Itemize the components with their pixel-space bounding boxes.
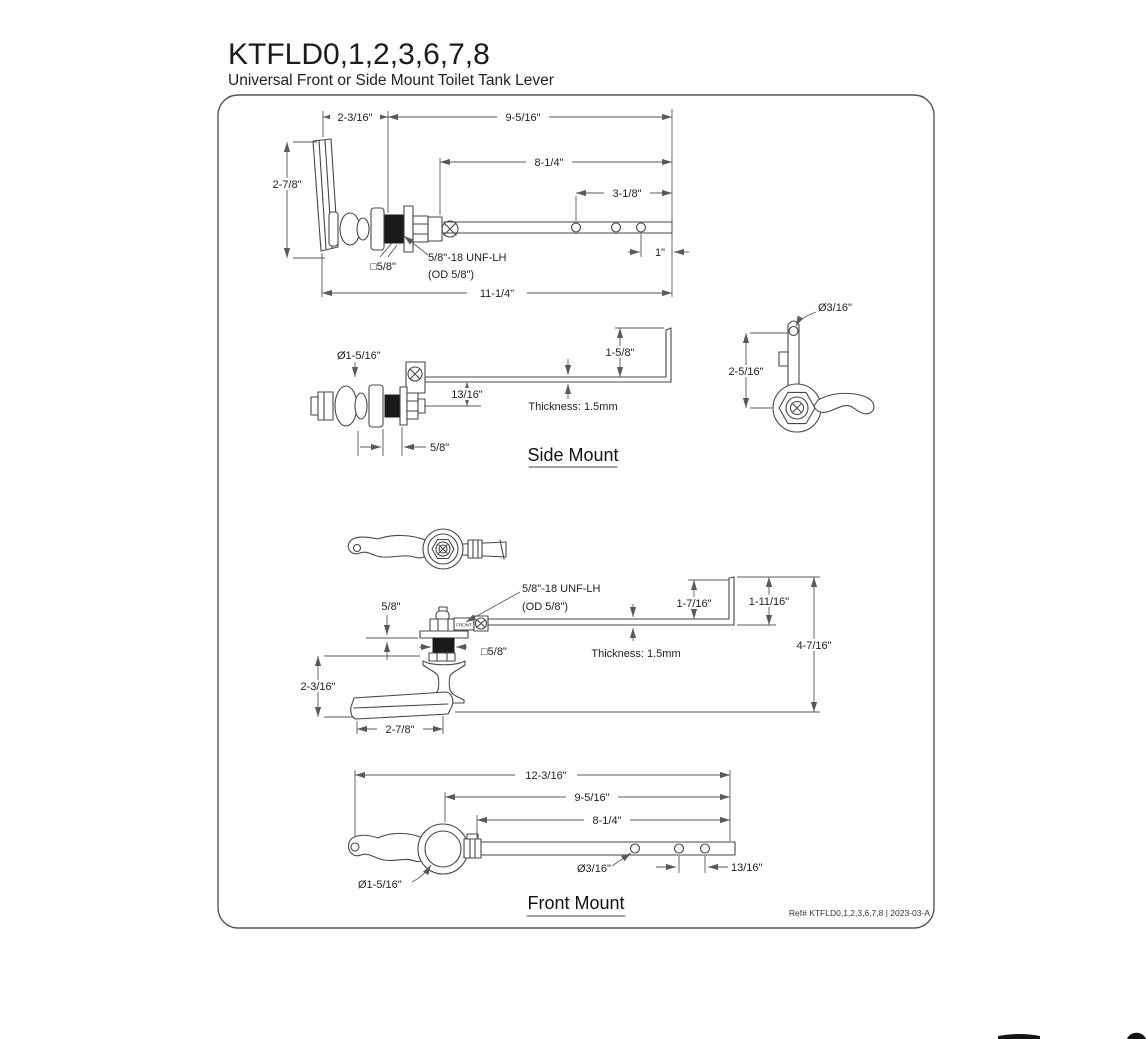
dim-below-mount: 2-3/16"	[300, 681, 335, 693]
dim-end-hole: 1"	[655, 247, 665, 259]
dim-overall-length-fm: 12-3/16"	[525, 770, 566, 782]
cropped-logo-artifact	[998, 1032, 1146, 1039]
dim-flange-dia: Ø1-5/16"	[337, 350, 381, 362]
sheet-border	[217, 94, 935, 929]
dim-arm-drop: 13/16"	[451, 389, 483, 401]
header: KTFLD0,1,2,3,6,7,8 Universal Front or Si…	[228, 38, 554, 89]
side-mount-drawing	[310, 327, 672, 428]
thread-spec-front: 5/8"-18 UNF-LH	[522, 583, 601, 595]
front-mount-dimensions: 12-3/16" 9-5/16" 8-1/4" Ø3/16" 13/16" Ø1…	[354, 769, 763, 917]
dim-rise-outer: 1-11/16"	[749, 596, 789, 608]
page-title: KTFLD0,1,2,3,6,7,8	[228, 38, 490, 71]
front-mount-side-dimensions: 5/8"-18 UNF-LH (OD 5/8") FRONT 5/8" □5/8…	[294, 576, 841, 736]
dim-rise-inner: 1-7/16"	[676, 598, 711, 610]
dim-above-mount: 5/8"	[381, 601, 400, 613]
side-mount-dimensions: Ø1-5/16" 5/8" 13/16" 1-5/8" Thickness: 1…	[337, 327, 664, 468]
note-thickness-front: Thickness: 1.5mm	[591, 648, 680, 660]
dim-overall-length: 11-1/4"	[480, 288, 514, 300]
dim-handle-length-front: 2-7/8"	[386, 724, 415, 736]
front-mount-label: Front Mount	[527, 893, 624, 913]
dim-arm-length-fm: 8-1/4"	[593, 815, 622, 827]
dim-shank-length: 5/8"	[430, 442, 449, 454]
lever-top-view	[347, 528, 507, 570]
dim-end-hole-dia: Ø3/16"	[818, 302, 852, 314]
dim-end-height: 2-5/16"	[728, 366, 763, 378]
dim-square-shank-front: □5/8"	[481, 646, 507, 658]
side-mount-end-view: Ø3/16" 2-5/16"	[720, 302, 875, 433]
dim-tail-length: 9-5/16"	[505, 112, 540, 124]
note-thickness: Thickness: 1.5mm	[528, 401, 617, 413]
thread-od-front: (OD 5/8")	[522, 601, 568, 613]
footer-ref: Ref# KTFLD0,1,2,3,6,7,8 | 2023-03-A	[789, 908, 930, 918]
dim-hole-span: 3-1/8"	[613, 188, 642, 200]
side-mount-label: Side Mount	[527, 445, 618, 465]
front-mount-drawing	[348, 823, 736, 875]
top-view-dimensions: 2-3/16" 9-5/16" 8-1/4" 3-1/8" 2-7/8" □5/…	[263, 109, 689, 300]
dim-handle-offset: 2-3/16"	[337, 112, 372, 124]
dim-arm-length: 8-1/4"	[535, 157, 564, 169]
dim-handle-length: 2-7/8"	[273, 179, 302, 191]
dim-square-shank: □5/8"	[370, 261, 396, 273]
thread-od: (OD 5/8")	[428, 269, 474, 281]
front-mount-side-drawing	[350, 576, 735, 720]
dim-tail-length-fm: 9-5/16"	[574, 792, 609, 804]
dim-overall-height: 4-7/16"	[796, 640, 831, 652]
dim-hole-dia-fm: Ø3/16"	[577, 863, 611, 875]
dim-flange-dia-fm: Ø1-5/16"	[358, 879, 402, 891]
page-subtitle: Universal Front or Side Mount Toilet Tan…	[228, 72, 554, 89]
dim-hole-spacing-fm: 13/16"	[731, 862, 763, 874]
dim-end-rise: 1-5/8"	[606, 347, 635, 359]
thread-spec: 5/8"-18 UNF-LH	[428, 252, 507, 264]
front-marking: FRONT	[456, 623, 472, 628]
